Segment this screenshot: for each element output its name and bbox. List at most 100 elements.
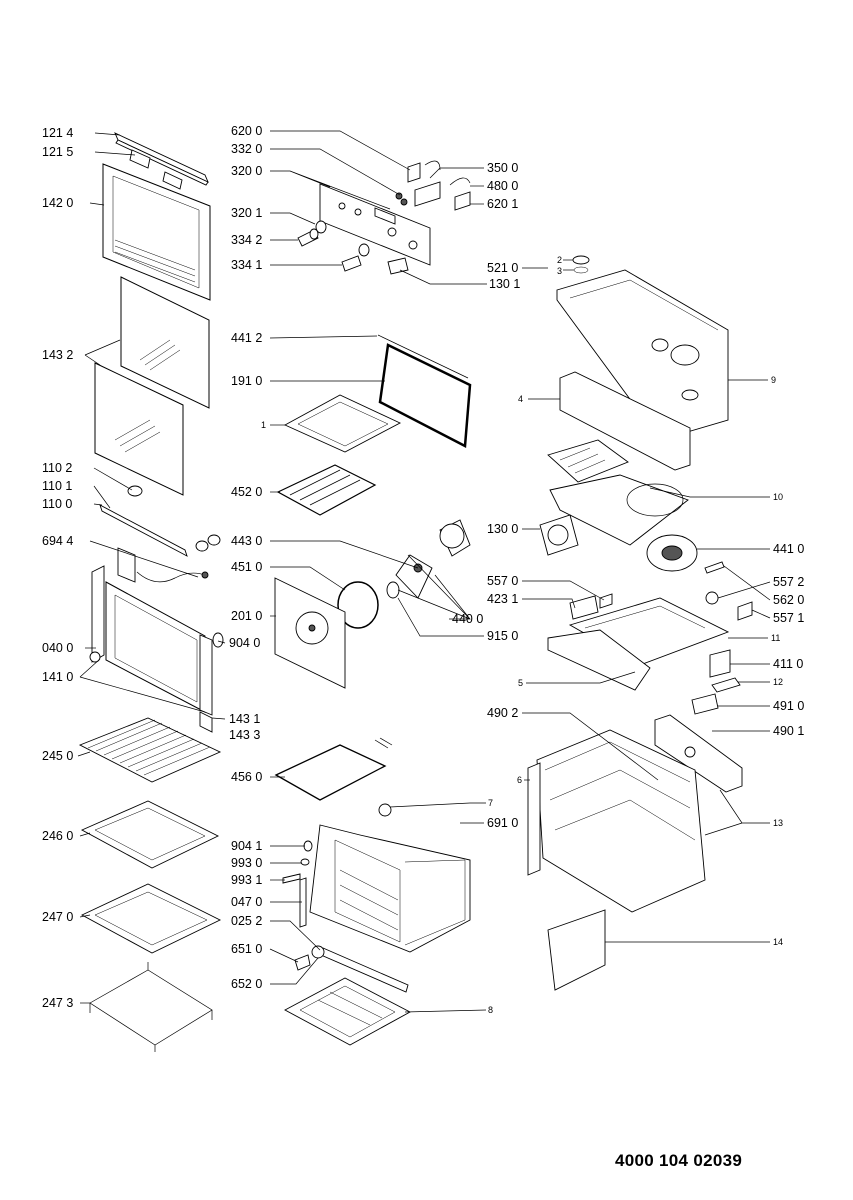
label-1420: 142 0 xyxy=(42,196,73,210)
label-1: 1 xyxy=(261,420,266,430)
back-panel xyxy=(274,577,346,689)
label-4560: 456 0 xyxy=(231,770,262,784)
fan-motor-assembly xyxy=(395,519,471,599)
label-3200: 320 0 xyxy=(231,164,262,178)
side-trim-strip xyxy=(299,877,307,928)
label-4800: 480 0 xyxy=(487,179,518,193)
label-4902: 490 2 xyxy=(487,706,518,720)
label-2010: 201 0 xyxy=(231,609,262,623)
rear-cover-panel xyxy=(654,714,743,793)
label-1215: 121 5 xyxy=(42,145,73,159)
lower-heating-element xyxy=(274,737,393,801)
label-4412: 441 2 xyxy=(231,331,262,345)
outer-door-glass xyxy=(102,163,211,301)
outer-casing xyxy=(536,729,706,913)
label-1301: 130 1 xyxy=(489,277,520,291)
label-1300: 130 0 xyxy=(487,522,518,536)
label-6201: 620 1 xyxy=(487,197,518,211)
door-switch-sensor xyxy=(117,547,209,583)
cooling-fan-motor xyxy=(539,514,579,556)
baking-tray xyxy=(80,800,220,869)
label-5620: 562 0 xyxy=(773,593,804,607)
panel-bracket xyxy=(387,257,409,275)
oven-rack xyxy=(78,717,222,783)
label-1101: 110 1 xyxy=(42,479,72,493)
small-plate xyxy=(711,677,741,693)
switches-right xyxy=(705,591,753,621)
label-4901: 490 1 xyxy=(773,724,804,738)
fan-shaft xyxy=(704,561,725,574)
cavity-top-cover xyxy=(283,394,402,453)
side-panel-left xyxy=(527,762,541,876)
label-3342: 334 2 xyxy=(231,233,262,247)
label-10: 10 xyxy=(773,492,783,502)
drip-pan xyxy=(81,883,222,954)
circular-heating-element xyxy=(337,581,379,629)
insulation-panel xyxy=(547,909,606,991)
label-4520: 452 0 xyxy=(231,485,262,499)
label-1102: 110 2 xyxy=(42,461,72,475)
label-6200: 620 0 xyxy=(231,124,262,138)
control-switches-top xyxy=(395,160,441,207)
inner-door-glass-lower xyxy=(94,362,184,496)
label-4910: 491 0 xyxy=(773,699,804,713)
label-6: 6 xyxy=(517,775,522,785)
fan-spacer xyxy=(386,581,400,599)
label-6520: 652 0 xyxy=(231,977,262,991)
document-number: 4000 104 02039 xyxy=(615,1151,743,1170)
label-1432: 143 2 xyxy=(42,348,73,362)
label-6510: 651 0 xyxy=(231,942,262,956)
bottom-cover xyxy=(284,977,411,1046)
knob-bushing xyxy=(315,220,327,234)
switch-bracket xyxy=(569,593,613,620)
label-0400: 040 0 xyxy=(42,641,73,655)
label-6910: 691 0 xyxy=(487,816,518,830)
thermostat-probe xyxy=(294,945,325,971)
label-4400: 440 0 xyxy=(452,612,483,626)
control-knob-2 xyxy=(341,243,370,272)
label-1410: 141 0 xyxy=(42,670,73,684)
label-0252: 025 2 xyxy=(231,914,262,928)
label-4430: 443 0 xyxy=(231,534,262,548)
label-1431: 143 1 xyxy=(229,712,260,726)
wiring-connectors xyxy=(449,177,471,211)
label-3320: 332 0 xyxy=(231,142,262,156)
label-3: 3 xyxy=(557,266,562,276)
control-knob-1 xyxy=(297,228,319,247)
label-4510: 451 0 xyxy=(231,560,262,574)
leader-lines xyxy=(77,130,771,1013)
top-panel xyxy=(556,269,729,441)
label-5210: 521 0 xyxy=(487,261,518,275)
label-11: 11 xyxy=(771,633,780,643)
door-top-trim xyxy=(114,132,209,186)
label-5570: 557 0 xyxy=(487,574,518,588)
electronic-control-board xyxy=(547,439,629,483)
lamp-assembly xyxy=(282,803,392,884)
inner-door-glass-upper xyxy=(120,276,210,409)
label-4: 4 xyxy=(518,394,523,404)
label-2473: 247 3 xyxy=(42,996,73,1010)
oven-cavity xyxy=(309,824,471,953)
label-2460: 246 0 xyxy=(42,829,73,843)
label-7: 7 xyxy=(488,798,493,808)
label-9: 9 xyxy=(771,375,776,385)
label-1433: 143 3 xyxy=(229,728,260,742)
label-9041: 904 1 xyxy=(231,839,262,853)
door-seal-rod xyxy=(377,334,469,379)
grill-element xyxy=(276,464,377,516)
label-12: 12 xyxy=(773,677,783,687)
label-3500: 350 0 xyxy=(487,161,518,175)
label-13: 13 xyxy=(773,818,783,828)
label-1100: 110 0 xyxy=(42,497,72,511)
label-0470: 047 0 xyxy=(231,895,262,909)
side-rack-wire xyxy=(89,962,213,1052)
label-4231: 423 1 xyxy=(487,592,518,606)
transformer xyxy=(709,649,731,678)
label-6944: 694 4 xyxy=(42,534,73,548)
label-4110: 411 0 xyxy=(773,657,803,671)
label-2: 2 xyxy=(557,255,562,265)
terminal-block xyxy=(691,693,719,715)
label-9040: 904 0 xyxy=(229,636,260,650)
label-5572: 557 2 xyxy=(773,575,804,589)
